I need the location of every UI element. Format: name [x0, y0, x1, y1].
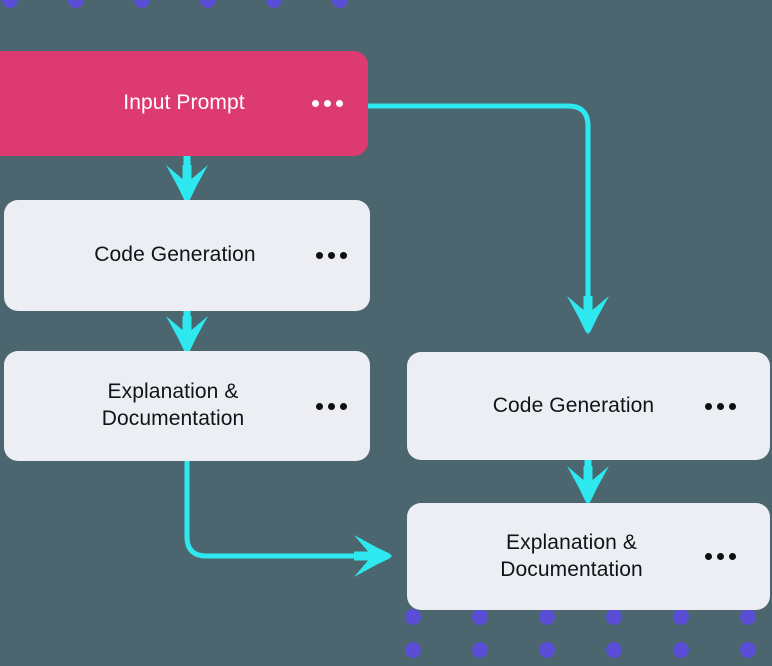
node-explanation-documentation-left[interactable]: Explanation & Documentation [4, 351, 370, 461]
decorative-dot [539, 609, 555, 625]
decorative-dot [68, 0, 84, 8]
decorative-dot [472, 609, 488, 625]
node-label: Code Generation [492, 393, 655, 417]
kebab-menu-icon[interactable] [312, 100, 343, 107]
decorative-dot [405, 642, 421, 658]
node-label: Input Prompt [123, 91, 245, 115]
kebab-menu-icon[interactable] [705, 553, 736, 560]
node-code-generation-left[interactable]: Code Generation [4, 200, 370, 311]
kebab-menu-icon[interactable] [316, 402, 347, 410]
decorative-dot [740, 609, 756, 625]
decorative-dot [539, 642, 555, 658]
connector-input-to-code-gen-left [166, 156, 208, 203]
decorative-dot [332, 0, 348, 8]
decorative-dot [134, 0, 150, 8]
kebab-menu-icon[interactable] [705, 402, 736, 410]
kebab-menu-icon[interactable] [316, 252, 347, 259]
node-explanation-documentation-right[interactable]: Explanation & Documentation [407, 503, 770, 610]
connector-input-to-code-gen-right [368, 103, 609, 334]
decorative-dot [606, 642, 622, 658]
connector-docs-left-to-docs-right [184, 461, 392, 577]
decorative-dot [200, 0, 216, 8]
decorative-dot [673, 642, 689, 658]
connector-code-gen-left-to-docs-left [166, 311, 208, 354]
decorative-dot [673, 609, 689, 625]
node-code-generation-right[interactable]: Code Generation [407, 352, 770, 460]
node-input-prompt[interactable]: Input Prompt [0, 51, 368, 156]
connector-code-gen-right-to-docs-right [567, 460, 609, 504]
decorative-dot [606, 609, 622, 625]
decorative-dot [740, 642, 756, 658]
decorative-dot [472, 642, 488, 658]
decorative-dot [405, 609, 421, 625]
decorative-dot [266, 0, 282, 8]
node-label: Code Generation [94, 243, 256, 267]
node-label: Explanation & Documentation [101, 380, 245, 430]
decorative-dot [2, 0, 18, 8]
node-label: Explanation & Documentation [500, 530, 643, 581]
